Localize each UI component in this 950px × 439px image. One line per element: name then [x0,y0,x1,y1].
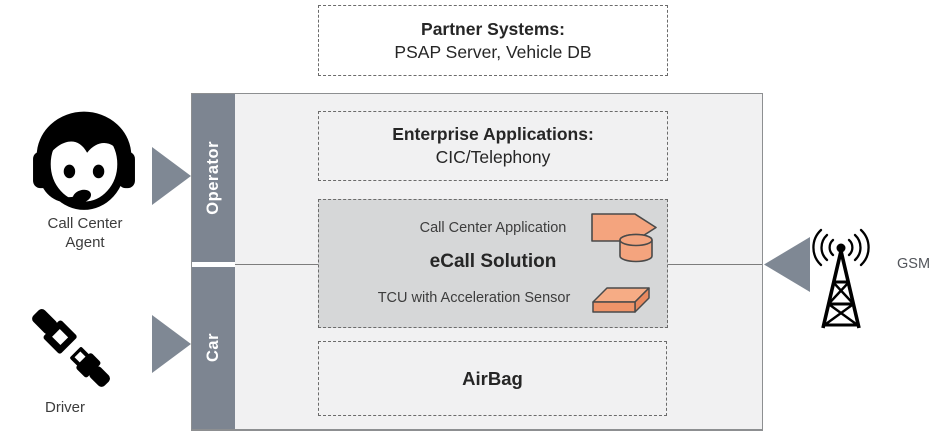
ecall-solution-box: Call Center Application eCall Solution T… [318,199,668,328]
driver-seatbelt-icon [32,309,110,387]
gsm-label: GSM [897,256,931,272]
driver-label: Driver [45,399,85,416]
application-database-icon [591,213,657,263]
lane-car-label: Car [204,333,222,363]
lane-operator-label: Operator [204,141,222,215]
enterprise-applications-title: Enterprise Applications: [392,124,594,144]
call-center-agent-label: Call Center Agent [47,215,123,251]
partner-systems-subtitle: PSAP Server, Vehicle DB [394,41,592,62]
enterprise-applications-subtitle: CIC/Telephony [435,147,551,167]
driver-to-car-arrow-icon [152,315,191,373]
airbag-box: AirBag [318,341,667,416]
lane-operator: Operator [192,94,235,262]
agent-to-operator-arrow-icon [152,147,191,205]
call-center-agent-icon [33,111,135,210]
partner-systems-box: Partner Systems: PSAP Server, Vehicle DB [318,5,668,76]
lane-gap [192,262,235,267]
partner-systems-title: Partner Systems: [421,18,565,39]
airbag-title: AirBag [462,368,523,389]
enterprise-applications-box: Enterprise Applications: CIC/Telephony [318,111,668,181]
tcu-sensor-icon [592,287,650,313]
tcu-label: TCU with Acceleration Sensor [377,290,571,306]
call-center-application-label: Call Center Application [419,220,567,236]
ecall-solution-title: eCall Solution [429,251,557,272]
lane-car: Car [192,267,235,429]
system-panel: Operator Car Enterprise Applications: CI… [191,93,763,431]
gsm-tower-icon [812,228,870,329]
gsm-to-panel-arrow-icon [764,237,810,292]
